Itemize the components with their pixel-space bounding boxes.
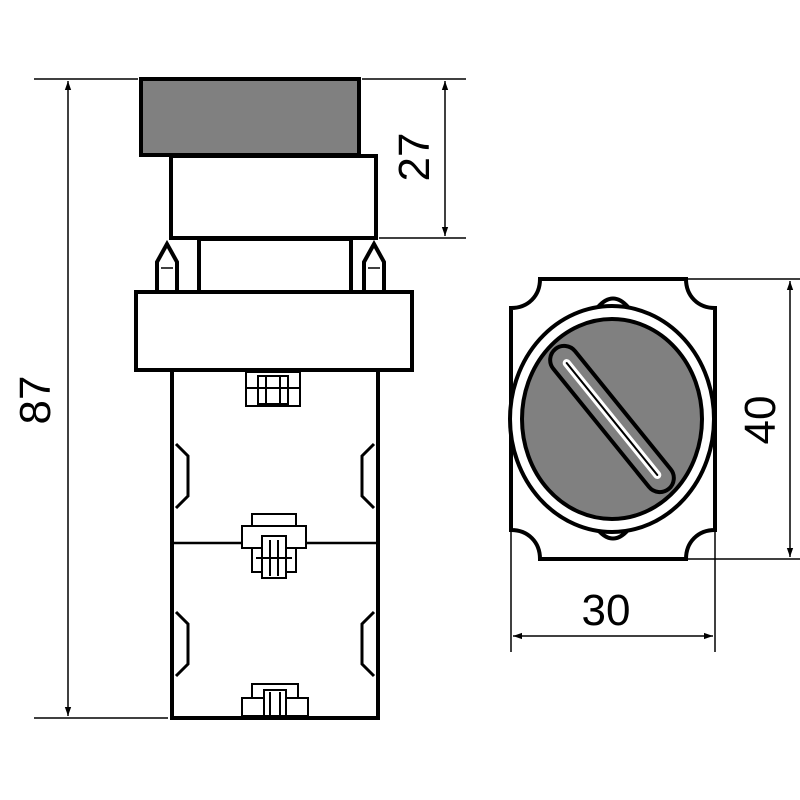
terminal-bottom bbox=[241, 683, 309, 717]
dim-27-label: 27 bbox=[390, 133, 439, 182]
bezel-collar bbox=[169, 154, 378, 240]
terminal-top bbox=[245, 371, 301, 407]
front-view bbox=[508, 277, 717, 561]
side-view bbox=[134, 77, 414, 720]
selector-lever bbox=[548, 343, 676, 495]
dim-87-label: 87 bbox=[11, 376, 60, 425]
body-latches bbox=[174, 442, 376, 678]
actuator-cap bbox=[139, 77, 361, 157]
dimension-lines bbox=[34, 78, 800, 719]
neck bbox=[197, 237, 353, 294]
dim-30-label: 30 bbox=[582, 586, 631, 635]
mounting-flange bbox=[134, 290, 414, 372]
dim-40-label: 40 bbox=[736, 396, 785, 445]
terminal-middle bbox=[241, 513, 307, 579]
